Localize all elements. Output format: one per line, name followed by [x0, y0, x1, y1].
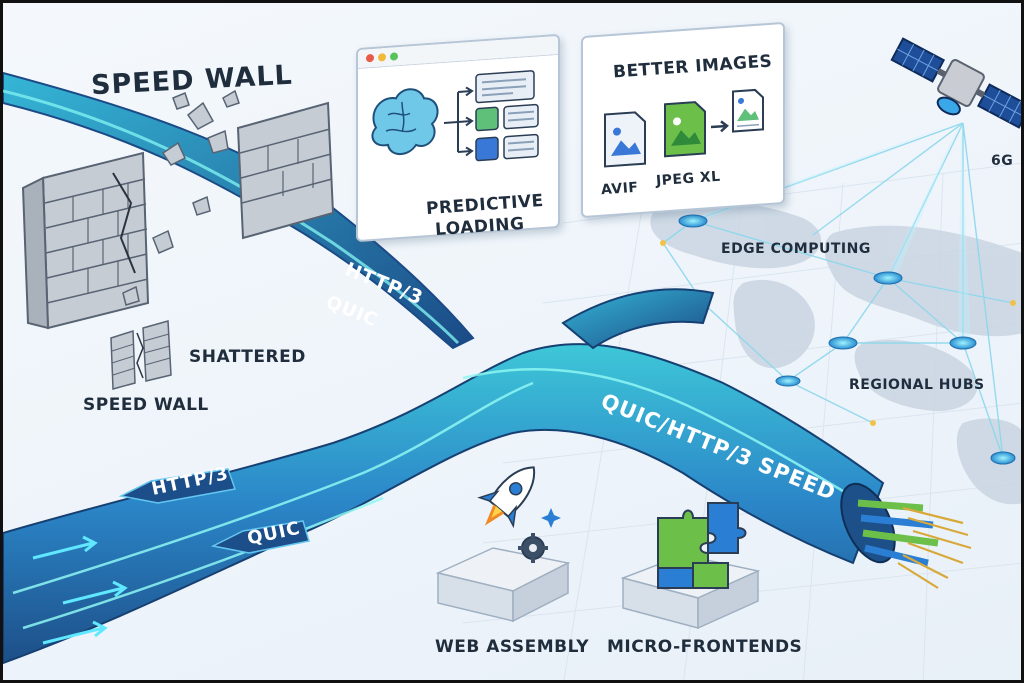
quic-plaque — [210, 520, 310, 554]
list-block-icon — [503, 103, 539, 130]
branch-pipe — [561, 288, 715, 350]
predictive-diagram — [371, 70, 539, 162]
jpegxl-file-icon — [664, 101, 706, 158]
list-block-icon-2 — [503, 133, 539, 160]
speed-wall-label: SPEED WALL — [83, 395, 209, 415]
world-map — [650, 201, 1021, 505]
micro-frontends-label: MICRO-FRONTENDS — [607, 637, 803, 657]
sixg-label: 6G — [991, 153, 1014, 169]
gear-icon — [518, 533, 548, 563]
maximize-dot-icon — [390, 52, 398, 61]
puzzle-icon — [657, 502, 747, 589]
regional-hubs-label: REGIONAL HUBS — [849, 377, 985, 393]
branch-arrows — [444, 86, 474, 157]
avif-label: AVIF — [600, 179, 640, 199]
web-assembly-tile — [435, 547, 571, 623]
minimize-dot-icon — [378, 53, 386, 62]
upper-pipe — [3, 71, 475, 350]
predictive-loading-card — [356, 33, 560, 243]
green-block-icon — [475, 106, 499, 132]
network-nodes — [660, 214, 1016, 465]
shattered-wall-icon — [110, 320, 172, 390]
image-formats-diagram — [604, 88, 764, 168]
better-images-card — [581, 21, 785, 219]
edge-computing-label: EDGE COMPUTING — [721, 241, 871, 257]
arrow-right-icon — [711, 120, 729, 133]
http3-plaque — [118, 468, 236, 504]
main-pipe — [3, 343, 885, 665]
flow-arrows — [32, 535, 128, 645]
brick-wall-icon — [21, 101, 335, 330]
avif-file-icon — [604, 111, 646, 168]
cable-end — [840, 482, 972, 589]
shattered-label: SHATTERED — [189, 347, 306, 367]
wall-debris — [122, 89, 240, 306]
satellite-icon — [890, 37, 1021, 129]
close-dot-icon — [366, 53, 374, 63]
brain-icon — [371, 88, 439, 156]
blue-block-icon — [475, 136, 499, 162]
optimized-file-icon — [732, 88, 764, 133]
rocket-icon — [477, 466, 536, 529]
web-assembly-label: WEB ASSEMBLY — [435, 637, 590, 657]
flow-streaks — [12, 367, 864, 630]
sparkle-icon — [541, 508, 561, 528]
